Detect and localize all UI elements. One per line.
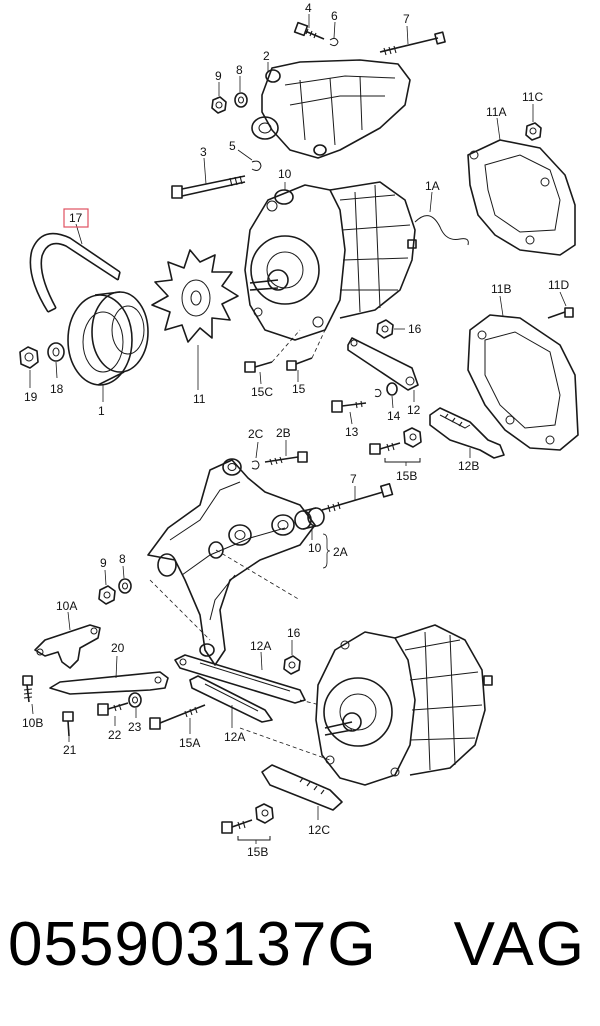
callout-11c: 11C	[522, 90, 543, 104]
cover-11b-drawing	[467, 295, 579, 451]
circlip-5-drawing	[237, 149, 262, 171]
callout-2a: 2A	[333, 545, 348, 559]
straps-12a-drawing	[174, 651, 306, 728]
callout-3: 3	[200, 145, 207, 159]
callout-15b-lower: 15B	[247, 845, 268, 859]
callout-7-lower: 7	[350, 472, 357, 486]
long-bolt-7-drawing	[379, 25, 446, 56]
callout-23: 23	[128, 720, 142, 734]
nut-9-washer-8-drawing	[211, 76, 248, 114]
v-belt-17-drawing	[29, 223, 121, 313]
callout-6: 6	[331, 9, 338, 23]
callout-11: 11	[193, 392, 206, 406]
exploded-parts-diagram: 4 6 7 2 9 8 11C 11A 3 5 10 1A 17 11 1 18…	[19, 1, 579, 859]
callout-12: 12	[407, 403, 421, 417]
bolt-10b-drawing	[22, 675, 34, 715]
alternator-lower-drawing	[239, 624, 493, 786]
callout-9: 9	[215, 69, 222, 83]
callout-8: 8	[236, 63, 243, 77]
plate-20-drawing	[49, 655, 169, 695]
bolt-nut-15b-drawing	[369, 427, 422, 466]
nut-11c-drawing	[525, 104, 542, 141]
nut-9-washer-8-lower-drawing	[98, 565, 132, 605]
callout-10: 10	[278, 167, 292, 181]
bolt-4-drawing	[293, 14, 325, 40]
bolt-3-drawing	[171, 157, 246, 199]
callout-1a: 1A	[425, 179, 440, 193]
callout-12b: 12B	[458, 459, 479, 473]
callout-8-lower: 8	[119, 552, 126, 566]
bolt-21-drawing	[62, 711, 74, 742]
bolts-15c-15-drawing	[244, 329, 326, 385]
callout-11b: 11B	[491, 282, 511, 296]
callout-14: 14	[387, 409, 401, 423]
callout-13: 13	[345, 425, 359, 439]
bolt-11d-drawing	[547, 291, 574, 319]
callout-15b: 15B	[396, 469, 417, 483]
callout-2b: 2B	[276, 426, 291, 440]
callout-7: 7	[403, 12, 410, 26]
clip-2c-bolt-2b-drawing	[251, 440, 308, 470]
bracket-2a-drawing	[147, 458, 316, 666]
bracket-2-drawing	[251, 59, 411, 159]
part-number: 055903137G	[8, 910, 377, 979]
callout-5: 5	[229, 139, 236, 153]
bracket-12c-drawing	[261, 764, 343, 820]
callout-17: 17	[69, 211, 83, 225]
bolt-22-washer-23-drawing	[97, 692, 142, 726]
pulley-1-drawing	[67, 291, 149, 402]
callout-18: 18	[50, 382, 64, 396]
bracket-12b-drawing	[429, 407, 505, 459]
nut-16-lower-drawing	[283, 640, 301, 675]
callout-12a: 12A	[250, 639, 271, 653]
callout-12a-lower: 12A	[224, 730, 245, 744]
bracket-10a-drawing	[34, 611, 101, 669]
bolt-nut-15b-lower-drawing	[221, 803, 274, 844]
part-info-footer: 055903137G VAG	[0, 890, 600, 1000]
fan-11-drawing	[151, 249, 239, 390]
callout-10-lower: 10	[308, 541, 322, 555]
brand-name: VAG	[453, 910, 586, 979]
callout-15c: 15C	[251, 385, 273, 399]
callout-12c: 12C	[308, 823, 330, 837]
callout-11d: 11D	[548, 278, 569, 292]
callout-21: 21	[63, 743, 77, 757]
callout-19: 19	[24, 390, 38, 404]
highlight-box-17	[63, 208, 89, 228]
callout-4: 4	[305, 1, 312, 15]
callout-16: 16	[408, 322, 422, 336]
strap-12-drawing	[347, 337, 419, 402]
nut-16-drawing	[376, 319, 405, 339]
callout-11a: 11A	[486, 105, 506, 119]
alternator-1a-drawing	[244, 181, 469, 341]
callout-9-lower: 9	[100, 556, 107, 570]
cover-11a-drawing	[467, 117, 576, 256]
callout-1: 1	[98, 404, 105, 418]
callout-20: 20	[111, 641, 125, 655]
callout-22: 22	[108, 728, 122, 742]
long-bolt-7-lower-drawing	[321, 483, 394, 513]
callout-10a: 10A	[56, 599, 77, 613]
callout-2: 2	[263, 49, 270, 63]
callout-15a: 15A	[179, 736, 200, 750]
callout-labels: 4 6 7 2 9 8 11C 11A 3 5 10 1A 17 11 1 18…	[22, 1, 569, 859]
washer-18-nut-19-drawing	[19, 342, 65, 388]
circlip-6-drawing	[329, 21, 339, 47]
callout-16-lower: 16	[287, 626, 301, 640]
bushing-10-drawing	[294, 507, 331, 569]
callout-2c: 2C	[248, 427, 264, 441]
callout-15: 15	[292, 382, 306, 396]
bolt-15a-drawing	[149, 704, 206, 734]
callout-10b: 10B	[22, 716, 43, 730]
bolt-13-washer-14-drawing	[331, 382, 398, 425]
